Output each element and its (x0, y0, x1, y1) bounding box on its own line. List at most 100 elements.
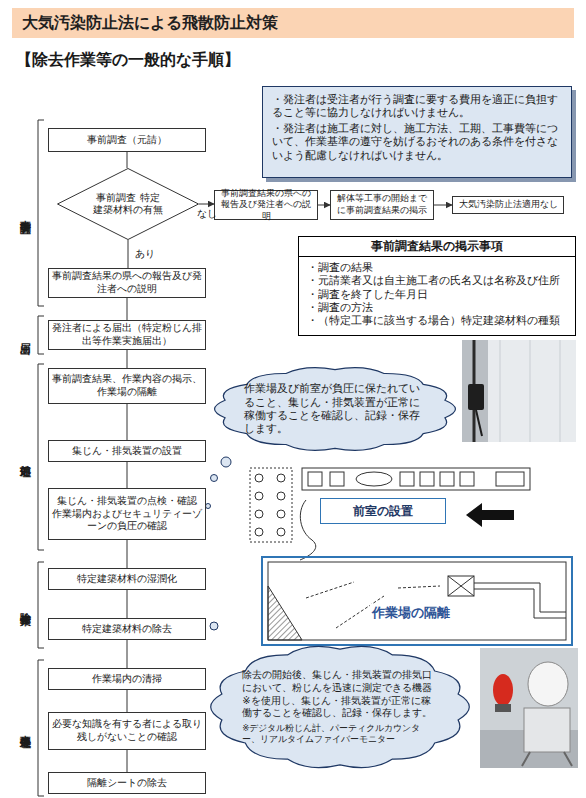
shape-text-area: 事前調査 特定建築材料の有無 (93, 177, 164, 232)
list-text: ・元請業者又は自主施工者の氏名又は名称及び住所 (299, 274, 575, 287)
station (277, 492, 285, 500)
list-text: ・（特定工事に該当する場合）特定建築材料の種類 (299, 314, 575, 327)
connector (127, 462, 128, 488)
front-room-cell (400, 472, 414, 486)
box-text: 事前調査結果、作業内容の掲示、作業場の隔離 (52, 373, 202, 399)
work-area-outline (262, 557, 572, 645)
list-box: 事前調査結果の掲示事項・調査の結果・元請業者又は自主施工者の氏名又は名称及び住所… (298, 236, 576, 336)
box-text: 事前調査結果の県への報告及び発注者への説明 (52, 270, 202, 296)
diamond-shape (58, 169, 199, 240)
box-text: 特定建築材料の湿潤化 (77, 573, 177, 586)
title-band: 大気汚染防止法による飛散防止対策 (12, 8, 574, 38)
process-box: 事前調査結果の県への報告及び発注者への説明 (48, 268, 206, 298)
process-box: 集じん・排気装置の設置 (48, 440, 206, 462)
front-room-cell (330, 472, 344, 486)
process-box: 事前調査結果、作業内容の掲示、作業場の隔離 (48, 368, 206, 404)
process-box: 必要な知識を有する者による取り残しがないことの確認 (48, 712, 206, 750)
lamp-base (495, 704, 511, 712)
process-box: 特定建築材料の除去 (48, 618, 206, 640)
note-text: ・発注者は受注者が行う調査に要する費用を適正に負担すること等に協力しなければいけ… (272, 93, 562, 120)
monitor-legs (522, 752, 572, 766)
monitor-head (528, 662, 568, 706)
stage-bracket (38, 364, 44, 550)
cloud-text: 除去の開始後、集じん・排気装置の排気口において、粉じんを迅速に測定できる機器※を… (242, 669, 437, 720)
box-text: 必要な知識を有する者による取り残しがないことの確認 (52, 718, 202, 744)
front-room-cell (420, 472, 434, 486)
clip (468, 384, 484, 410)
bubble (206, 504, 211, 509)
connector (127, 298, 128, 320)
stage-bracket (38, 316, 44, 354)
locker-area (250, 468, 292, 542)
cloud-callout: 作業場及び前室が負圧に保たれていること、集じん・排気装置が正常に稼働することを確… (212, 366, 458, 452)
front-room-fan (356, 472, 392, 486)
stage-label: 事後処理 (14, 660, 34, 796)
box-text: 特定建築材料の除去 (82, 623, 172, 636)
photo-background (480, 648, 578, 768)
box-text: 発注者による届出（特定粉じん排出等作業実施届出） (52, 322, 202, 348)
photo-negative-pressure (462, 340, 576, 442)
dashed-line (306, 582, 354, 598)
photo-background (462, 340, 576, 442)
pointer-arrow (466, 503, 514, 527)
box-text: 大気汚染防止法適用なし (459, 199, 558, 211)
list-text: ・調査の結果 (299, 257, 575, 274)
stage-brackets (38, 120, 44, 796)
bubble (221, 457, 231, 467)
list-text: 事前調査結果の掲示事項 (299, 237, 575, 257)
exhaust-duct (474, 583, 566, 618)
edge-label: あり (135, 247, 155, 261)
process-box: 作業場内の清掃 (48, 668, 206, 690)
stage-bracket (38, 660, 44, 796)
station (277, 528, 285, 536)
connector (128, 240, 129, 268)
connector (127, 152, 128, 168)
process-box: 解体等工事の開始までに事前調査結果の掲示 (330, 190, 434, 220)
stage-label: 届出 (14, 316, 34, 354)
stage-bracket (38, 562, 44, 648)
box-text: 事前調査結果の県への報告及び発注者への説明 (218, 188, 314, 223)
work-area (268, 562, 566, 640)
warning-lamp (493, 674, 513, 706)
wire (476, 410, 482, 436)
sheet-fold (500, 340, 560, 442)
illustration-label: 前室の設置 (320, 498, 446, 524)
connector (127, 750, 128, 772)
station (277, 510, 285, 518)
process-box: 特定建築材料の湿潤化 (48, 568, 206, 590)
box-text: 解体等工事の開始までに事前調査結果の掲示 (334, 193, 430, 216)
edge-label: なし (197, 207, 217, 221)
list-text: ・調査を終了した年月日 (299, 288, 575, 301)
box-text: 隔離シートの除去 (87, 777, 167, 790)
hose (300, 500, 316, 560)
front-room-cell (460, 472, 474, 486)
note-text: ・発注者は施工者に対し、施工方法、工期、工事費等について、作業基準の遵守を妨げる… (272, 122, 562, 162)
dust-collector (448, 576, 474, 596)
decision-diamond: 事前調査 特定建築材料の有無 (57, 168, 199, 240)
connector (127, 590, 128, 618)
diamond-text: 事前調査 特定建築材料の有無 (93, 192, 164, 216)
stage-label: 事前調査 (14, 120, 34, 306)
bubble (211, 475, 218, 482)
cloud-shape (215, 368, 456, 451)
station (255, 510, 263, 518)
process-box: 事前調査（元請） (48, 128, 206, 152)
station (255, 474, 263, 482)
box-text: 集じん・排気装置の点検・確認 作業場内およびセキュリティーゾーンの負圧の確認 (52, 495, 202, 533)
cloud-text: ※デジタル粉じん計、パーティクルカウンター、リアルタイムファイバーモニター (242, 723, 437, 745)
curing-sheet (488, 340, 576, 442)
front-room-cell (440, 472, 454, 486)
station (277, 474, 285, 482)
process-box: 事前調査結果の県への報告及び発注者への説明 (214, 190, 318, 220)
floor-plan (250, 468, 572, 645)
cloud-outline (208, 644, 472, 770)
process-box: 隔離シートの除去 (48, 772, 206, 794)
process-box: 発注者による届出（特定粉じん排出等作業実施届出） (48, 320, 206, 350)
connector (127, 640, 128, 668)
station (255, 492, 263, 500)
stage-label: 前処理 (14, 364, 34, 550)
dust-collector-mark (448, 576, 474, 596)
callout-bubbles (195, 457, 231, 637)
box-text: 事前調査（元請） (87, 134, 167, 147)
connector (434, 205, 452, 206)
